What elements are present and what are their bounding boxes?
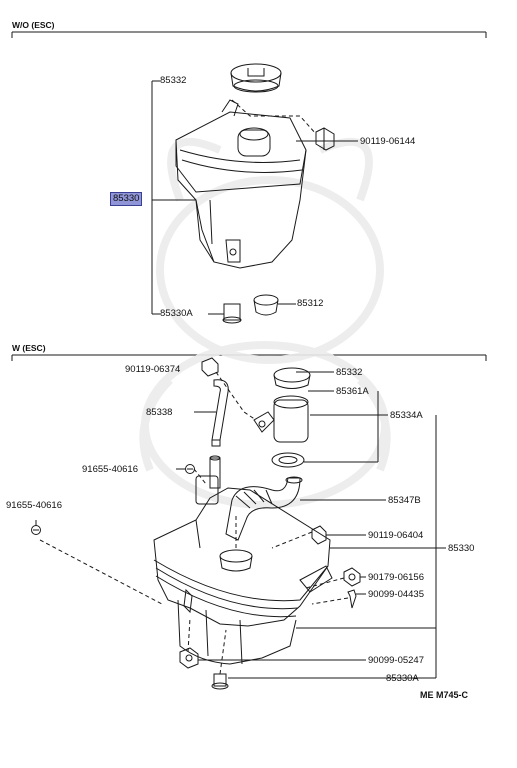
part-label-90119-06374[interactable]: 90119-06374 bbox=[125, 364, 181, 375]
inlet-pipe-drawing bbox=[209, 455, 221, 489]
bottom-leaders bbox=[35, 371, 446, 679]
part-label-90099-05247[interactable]: 90099-05247 bbox=[368, 655, 424, 666]
bottom-section-header: W (ESC) bbox=[12, 343, 46, 353]
grommet-85330A-top-drawing bbox=[222, 303, 242, 324]
part-label-85338[interactable]: 85338 bbox=[146, 407, 173, 418]
filler-neck-85361A-drawing bbox=[253, 395, 309, 443]
reservoir-tank-drawing bbox=[175, 99, 307, 269]
part-label-85330-highlighted[interactable]: 85330 bbox=[110, 192, 143, 206]
part-label-90119-06144[interactable]: 90119-06144 bbox=[360, 136, 416, 147]
part-label-85347B[interactable]: 85347B bbox=[388, 495, 421, 506]
reservoir-tank-esc-drawing bbox=[153, 475, 333, 665]
grommet-85330A-bottom-drawing bbox=[211, 673, 229, 690]
diagram-reference-code: ME M745-C bbox=[420, 690, 469, 700]
part-label-85330A[interactable]: 85330A bbox=[160, 308, 193, 319]
cap-85332-drawing bbox=[230, 63, 282, 93]
part-label-85330-b[interactable]: 85330 bbox=[448, 543, 475, 554]
bolt-90119-06144-drawing bbox=[315, 127, 335, 151]
nut-90179-06156-drawing bbox=[343, 567, 361, 587]
part-label-90099-04435[interactable]: 90099-04435 bbox=[368, 589, 424, 600]
screw-90099-04435-drawing bbox=[347, 589, 357, 609]
cap-85332-bottom-drawing bbox=[273, 367, 311, 389]
part-label-85332[interactable]: 85332 bbox=[160, 75, 187, 86]
part-label-90179-06156[interactable]: 90179-06156 bbox=[368, 572, 424, 583]
part-label-85361A[interactable]: 85361A bbox=[336, 386, 369, 397]
part-label-91655-40616-a[interactable]: 91655-40616 bbox=[82, 464, 138, 475]
part-label-85312[interactable]: 85312 bbox=[297, 298, 324, 309]
bolt-90119-06404-drawing bbox=[311, 525, 327, 545]
part-label-90119-06404[interactable]: 90119-06404 bbox=[368, 530, 424, 541]
fastener-91655-40616-b-drawing bbox=[31, 525, 41, 535]
hose-85338-drawing bbox=[211, 379, 229, 447]
flex-hose-85347B-drawing bbox=[225, 476, 303, 541]
part-label-85334A[interactable]: 85334A bbox=[390, 410, 423, 421]
fastener-91655-40616-a-drawing bbox=[185, 464, 195, 474]
watermark-logo bbox=[139, 137, 391, 509]
top-section-header: W/O (ESC) bbox=[12, 20, 55, 30]
top-section-bracket bbox=[11, 31, 487, 38]
part-label-85332-b[interactable]: 85332 bbox=[336, 367, 363, 378]
clip-90099-05247-drawing bbox=[179, 647, 199, 669]
part-label-85330A-b[interactable]: 85330A bbox=[386, 673, 419, 684]
clamp-ring-drawing bbox=[271, 452, 305, 468]
part-label-91655-40616-b[interactable]: 91655-40616 bbox=[6, 500, 62, 511]
bolt-90119-06374-drawing bbox=[201, 357, 219, 377]
cap-85312-drawing bbox=[253, 294, 279, 316]
top-leaders bbox=[151, 80, 358, 315]
